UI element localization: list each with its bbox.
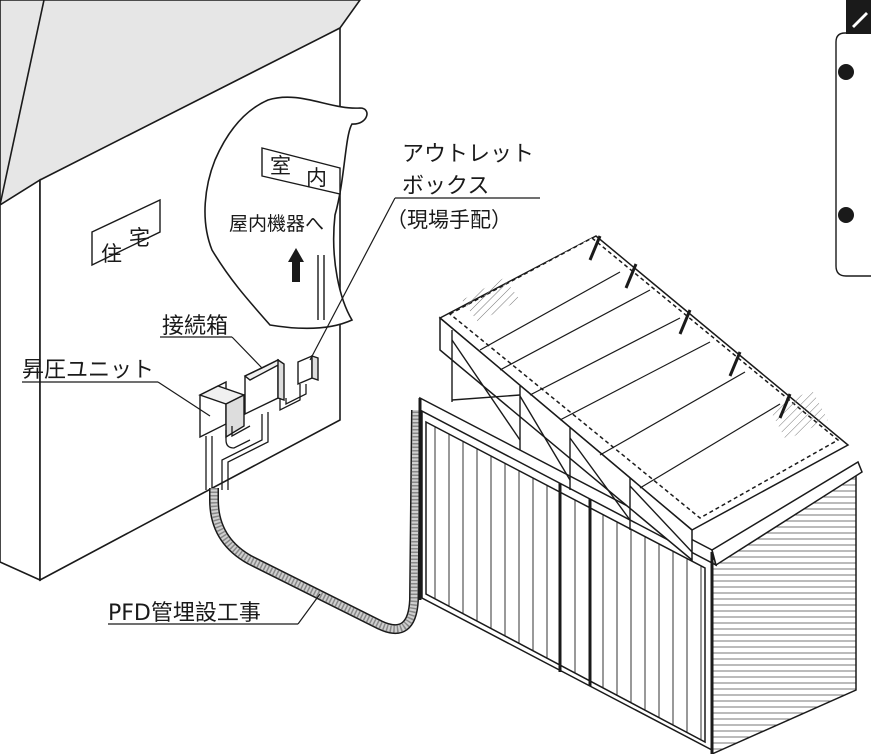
junction-box — [243, 358, 285, 416]
note-icon — [846, 0, 871, 34]
house-label-frame — [91, 198, 161, 267]
outlet-box — [297, 354, 319, 386]
indoor-label-2: 内 — [306, 166, 327, 190]
booster-unit-label: 昇圧ユニット — [22, 358, 155, 383]
booster-unit — [198, 380, 246, 439]
outlet-box-note: （現場手配） — [386, 208, 512, 232]
junction-box-label: 接続箱 — [162, 314, 229, 339]
house-label-1: 住 — [101, 242, 122, 266]
wall-conduit — [205, 384, 307, 490]
note-panel — [835, 0, 871, 277]
leader-lines — [22, 197, 540, 625]
pfd-pipe — [209, 409, 421, 634]
garage-structure — [418, 235, 863, 754]
indoor-label-frame — [261, 147, 341, 195]
outlet-box-label-line1: アウトレット — [402, 142, 535, 167]
indoor-cutaway — [204, 96, 368, 330]
bullet-icon — [838, 64, 854, 80]
to-indoor-equipment-label: 屋内機器へ — [229, 213, 325, 235]
house-label-2: 宅 — [129, 226, 150, 250]
arrow-up-icon — [288, 248, 304, 282]
solar-panel — [448, 237, 840, 519]
outlet-box-label-line2: ボックス — [402, 174, 490, 199]
indoor-label-1: 室 — [270, 154, 291, 178]
indoor-cable — [317, 255, 325, 320]
bullet-icon — [838, 207, 854, 223]
pfd-pipe-work-label: PFD管埋設工事 — [108, 601, 261, 626]
